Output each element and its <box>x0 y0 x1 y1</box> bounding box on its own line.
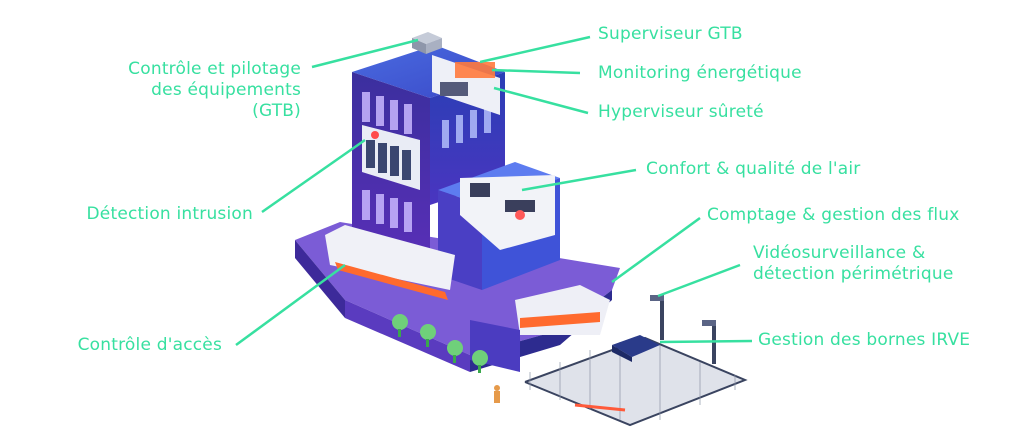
callout-lines <box>235 35 753 347</box>
callout-line-security-hypervisor <box>493 86 589 115</box>
callout-line-access <box>235 263 346 347</box>
car-icon <box>612 335 660 362</box>
trees <box>392 314 488 366</box>
main-tower <box>352 32 505 270</box>
parking-lot <box>524 295 748 427</box>
label-security-hypervisor: Hyperviseur sûreté <box>598 102 764 122</box>
callout-line-irve <box>659 339 753 344</box>
callout-line-supervisor <box>479 35 591 64</box>
label-comfort: Confort & qualité de l'air <box>646 159 861 179</box>
label-intrusion: Détection intrusion <box>86 204 253 224</box>
label-irve: Gestion des bornes IRVE <box>758 330 971 350</box>
callout-line-energy <box>491 68 581 75</box>
label-video: Vidéosurveillance & détection périmétriq… <box>753 243 954 284</box>
callout-line-comfort <box>521 168 637 192</box>
hvac-unit-icon <box>412 32 442 54</box>
label-flow: Comptage & gestion des flux <box>707 205 960 225</box>
label-gtb-control: Contrôle et pilotage des équipements (GT… <box>128 59 301 121</box>
callout-line-flow <box>611 216 701 284</box>
callout-line-intrusion <box>261 138 366 214</box>
label-energy: Monitoring énergétique <box>598 63 802 83</box>
label-access: Contrôle d'accès <box>77 335 222 355</box>
callout-line-gtb-control <box>311 38 419 69</box>
person-icon <box>494 385 500 403</box>
label-supervisor: Superviseur GTB <box>598 24 743 44</box>
callout-line-video <box>657 263 741 298</box>
